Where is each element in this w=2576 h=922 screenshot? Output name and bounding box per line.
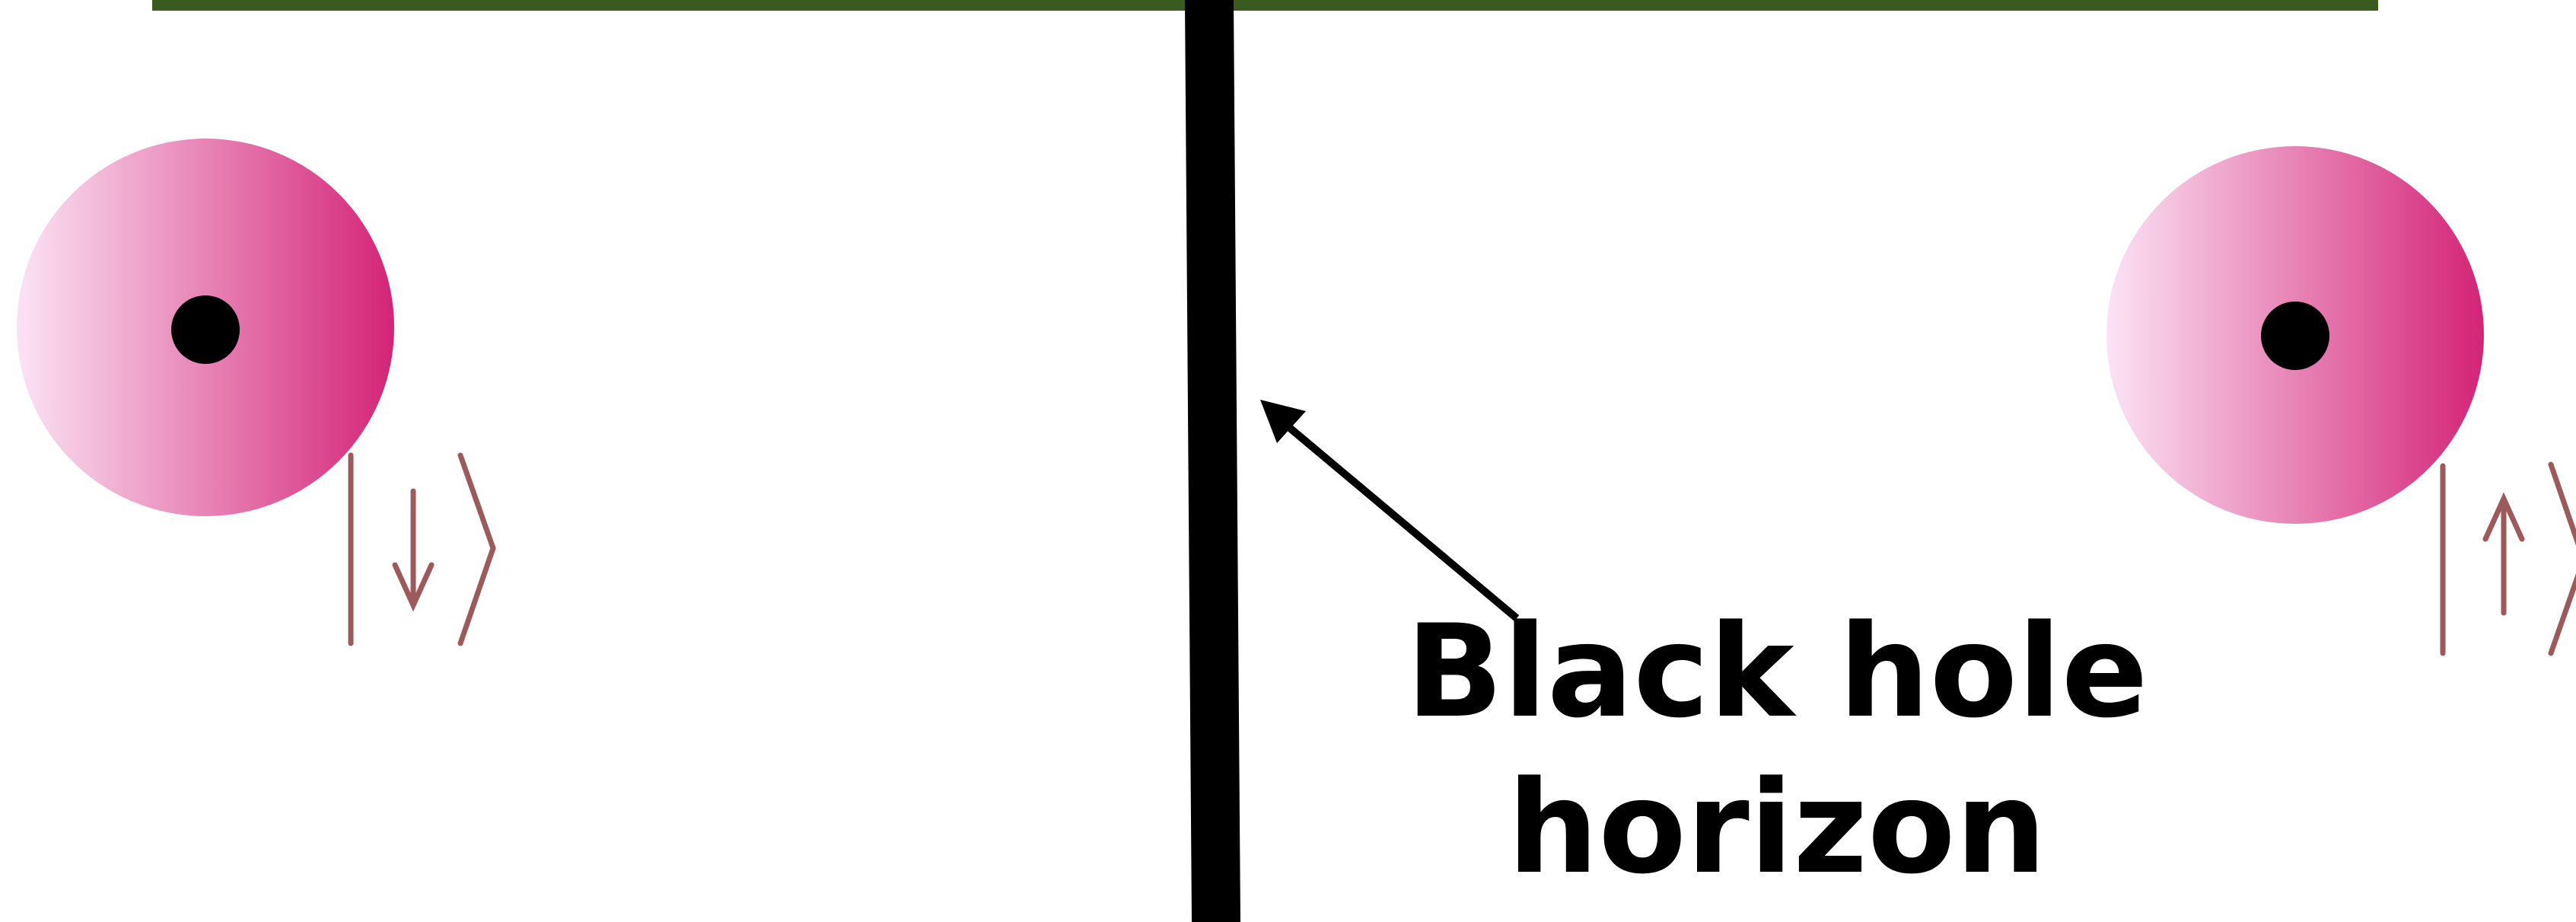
right-ket-angle — [2551, 464, 2576, 653]
top-bar — [152, 0, 2378, 11]
left-spin-down-ket — [351, 455, 493, 643]
right-particle — [2106, 146, 2484, 524]
horizon-label-line2: horizon — [1508, 753, 2046, 902]
left-particle — [17, 139, 394, 516]
right-particle-core — [2261, 301, 2329, 370]
horizon-label-line1: Black hole — [1406, 597, 2148, 746]
left-particle-core — [171, 295, 240, 364]
horizon-line — [1185, 0, 1240, 922]
left-ket-angle — [460, 455, 493, 643]
pointer-arrow — [1260, 400, 1517, 618]
right-spin-up-ket — [2443, 464, 2576, 653]
